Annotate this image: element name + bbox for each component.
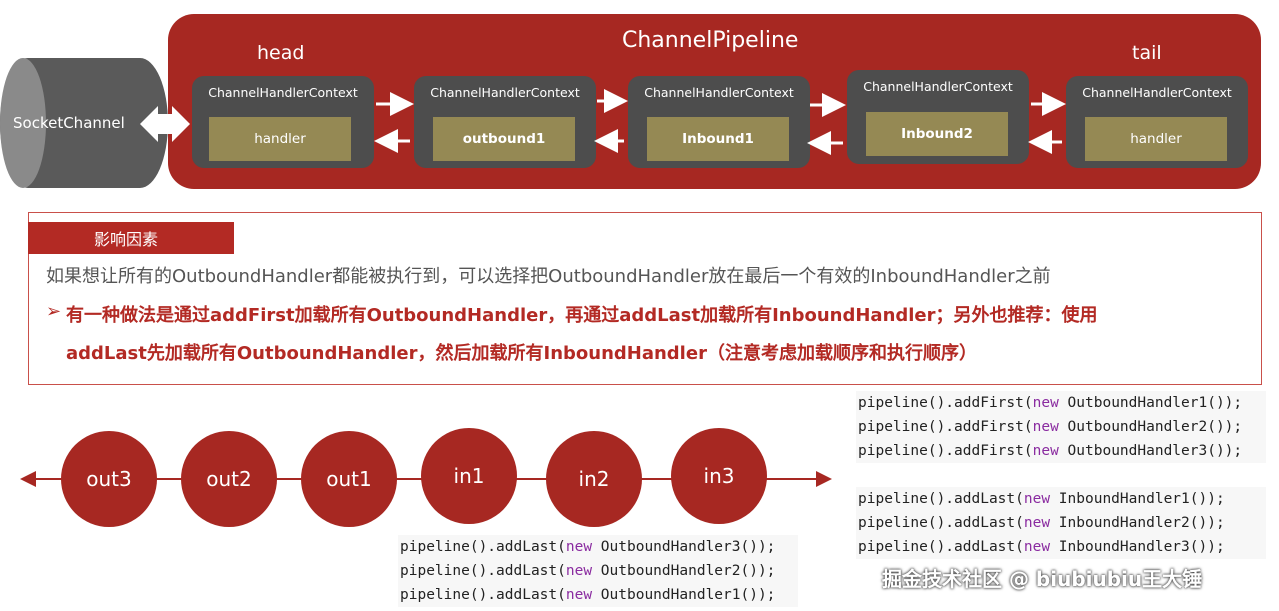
context-title: ChannelHandlerContext [208,85,358,100]
circle-in1: in1 [421,428,517,524]
tail-label: tail [1132,42,1162,64]
context-title: ChannelHandlerContext [1082,85,1232,100]
socket-channel-cap [0,58,46,188]
code-block-bottom: pipeline().addLast(new OutboundHandler3(… [398,535,798,607]
socket-double-arrow [140,106,190,142]
code-line: pipeline().addLast(new OutboundHandler2(… [400,563,776,579]
influence-line-1: 如果想让所有的OutboundHandler都能被执行到，可以选择把Outbou… [46,266,1051,287]
context-inbound1: ChannelHandlerContext Inbound1 [628,76,810,168]
context-head: ChannelHandlerContext handler [192,76,374,168]
code-line: pipeline().addLast(new InboundHandler2()… [858,515,1225,531]
head-label: head [257,42,305,64]
code-line: pipeline().addFirst(new OutboundHandler2… [858,419,1243,435]
context-tail: ChannelHandlerContext handler [1066,76,1248,168]
code-line-blank [856,463,1266,487]
context-title: ChannelHandlerContext [863,79,1013,94]
circle-in3: in3 [671,428,767,524]
socket-channel-label: SocketChannel [13,114,125,132]
code-line: pipeline().addFirst(new OutboundHandler3… [858,443,1243,459]
code-line: pipeline().addLast(new OutboundHandler1(… [400,587,776,603]
code-line: pipeline().addLast(new OutboundHandler3(… [400,539,776,555]
code-line: pipeline().addLast(new InboundHandler3()… [858,539,1225,555]
influence-line-3: addLast先加载所有OutboundHandler，然后加载所有Inboun… [66,343,977,364]
pipeline-title: ChannelPipeline [622,28,799,53]
context-title: ChannelHandlerContext [644,85,794,100]
context-inbound2: ChannelHandlerContext Inbound2 [847,70,1029,164]
circle-out2: out2 [181,431,277,527]
context-outbound1: ChannelHandlerContext outbound1 [414,76,596,168]
influence-line-2: 有一种做法是通过addFirst加载所有OutboundHandler，再通过a… [66,305,1098,326]
circle-out3: out3 [61,431,157,527]
circle-out1: out1 [301,431,397,527]
code-line: pipeline().addLast(new InboundHandler1()… [858,491,1225,507]
influence-tab: 影响因素 [28,222,234,254]
handler-tail: handler [1085,117,1227,161]
code-block-right: pipeline().addFirst(new OutboundHandler1… [856,391,1266,559]
handler-head: handler [209,117,351,161]
handler-inbound1: Inbound1 [647,117,789,161]
code-line: pipeline().addFirst(new OutboundHandler1… [858,395,1243,411]
context-title: ChannelHandlerContext [430,85,580,100]
watermark: 掘金技术社区 @ biubiubiu王大锤 [882,567,1203,591]
bullet-arrow: ➢ [46,301,62,322]
handler-outbound1: outbound1 [433,117,575,161]
circle-in2: in2 [546,431,642,527]
handler-inbound2: Inbound2 [866,112,1008,156]
